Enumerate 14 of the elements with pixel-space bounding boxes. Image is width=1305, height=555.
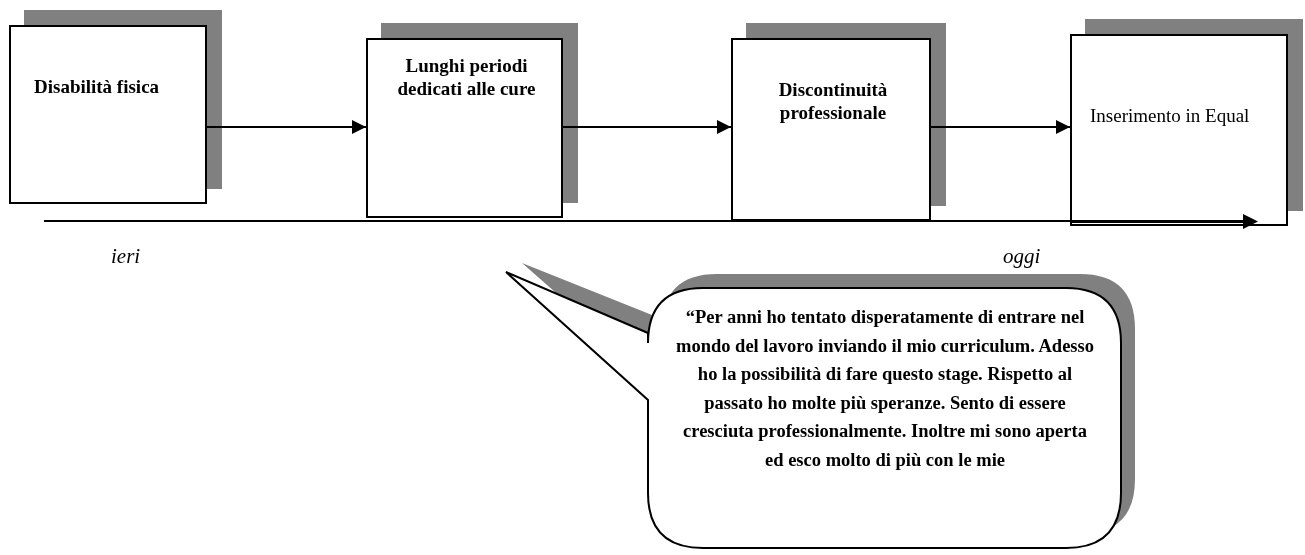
- box-text: Discontinuità professionale: [777, 78, 889, 124]
- box-text: Disabilità fisica: [34, 75, 161, 98]
- time-label: ieri: [111, 244, 141, 269]
- arrow: [206, 120, 367, 134]
- process-box: [9, 25, 207, 204]
- process-box: [731, 38, 931, 221]
- time-label: oggi: [1003, 244, 1041, 269]
- arrow: [930, 120, 1071, 134]
- process-box: [1070, 34, 1288, 226]
- box-text: Lunghi periodi dedicati alle cure: [396, 54, 537, 100]
- arrow: [562, 120, 732, 134]
- process-box: [366, 38, 563, 218]
- quote-text: “Per anni ho tentato disperatamente di entrare nel mondo del lavoro inviando il mio curriculum. Adesso ho la possibilità di fare questo stage. Rispetto al passato ho molte più speranze. Sento di essere cresciuta professionalmente. Inoltre mi sono aperta ed esco molto di più con le mie: [675, 306, 1095, 472]
- box-text: Inserimento in Equal: [1090, 104, 1251, 127]
